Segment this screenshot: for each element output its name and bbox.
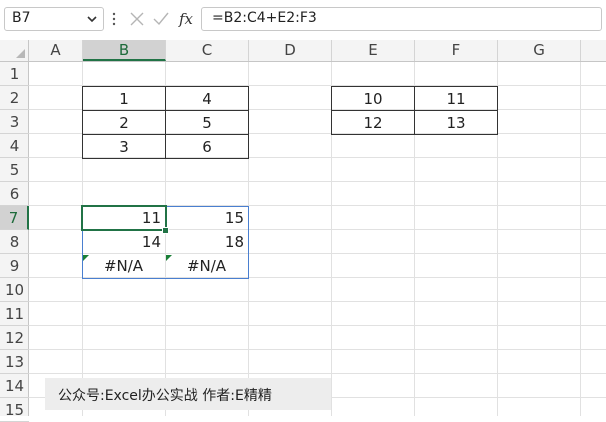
function-fx-icon[interactable]: fx [176,8,198,30]
cell-b8[interactable]: 14 [141,233,161,251]
watermark-text: 公众号:Excel办公实战 作者:E精精 [58,388,272,404]
row-headers: 1 2 3 4 5 6 7 8 9 10 11 12 13 14 15 [0,62,29,422]
row-header-13[interactable]: 13 [0,350,29,374]
worksheet-grid[interactable]: 1 4 2 5 3 6 10 11 12 13 11 15 14 18 #N/A… [29,62,606,416]
cell-e2[interactable]: 10 [331,86,415,111]
row-header-15[interactable]: 15 [0,398,29,422]
chevron-down-icon[interactable] [85,10,99,28]
column-header-b[interactable]: B [83,40,166,61]
cell-c8[interactable]: 18 [224,233,244,251]
column-header-d[interactable]: D [249,40,332,61]
row-header-11[interactable]: 11 [0,302,29,326]
name-box-value: B7 [12,10,31,26]
active-cell-b7[interactable] [81,205,167,231]
cell-c9-value: #N/A [186,257,227,275]
column-headers: A B C D E F G [0,40,606,62]
cell-b9-value: #N/A [103,257,144,275]
cell-b3[interactable]: 2 [82,110,166,135]
cell-b9[interactable]: #N/A [82,254,165,278]
error-indicator-icon [166,255,172,261]
row-header-7[interactable]: 7 [0,206,29,230]
formula-bar: B7 fx =B2:C4+E2:F3 [0,0,606,38]
cell-e3[interactable]: 12 [331,110,415,135]
row-header-14[interactable]: 14 [0,374,29,398]
row-header-9[interactable]: 9 [0,254,29,278]
more-vertical-icon[interactable] [111,9,117,29]
row-header-2[interactable]: 2 [0,86,29,110]
column-header-c[interactable]: C [166,40,249,61]
row-header-6[interactable]: 6 [0,182,29,206]
row-header-4[interactable]: 4 [0,134,29,158]
formula-text: =B2:C4+E2:F3 [212,10,317,26]
cell-f3[interactable]: 13 [414,110,498,135]
confirm-check-icon[interactable] [150,8,172,30]
column-header-g[interactable]: G [498,40,581,61]
fx-label: fx [178,10,194,28]
column-header-f[interactable]: F [415,40,498,61]
select-all-triangle-icon [16,49,25,58]
name-box[interactable]: B7 [4,7,104,31]
select-all-button[interactable] [0,40,29,61]
fill-handle[interactable] [162,227,169,234]
cancel-x-icon[interactable] [126,8,148,30]
column-header-a[interactable]: A [29,40,83,61]
formula-input[interactable]: =B2:C4+E2:F3 [201,7,602,31]
cell-c2[interactable]: 4 [165,86,249,111]
row-header-12[interactable]: 12 [0,326,29,350]
cell-c9[interactable]: #N/A [165,254,248,278]
cell-c7[interactable]: 15 [224,209,244,227]
row-header-8[interactable]: 8 [0,230,29,254]
cell-b2[interactable]: 1 [82,86,166,111]
cell-c4[interactable]: 6 [165,134,249,159]
cell-b4[interactable]: 3 [82,134,166,159]
cell-c3[interactable]: 5 [165,110,249,135]
error-indicator-icon [83,255,89,261]
cell-f2[interactable]: 11 [414,86,498,111]
row-header-1[interactable]: 1 [0,62,29,86]
column-header-e[interactable]: E [332,40,415,61]
row-header-5[interactable]: 5 [0,158,29,182]
watermark-banner: 公众号:Excel办公实战 作者:E精精 [45,378,331,410]
row-header-3[interactable]: 3 [0,110,29,134]
row-header-10[interactable]: 10 [0,278,29,302]
cell-b7[interactable]: 11 [141,209,161,227]
